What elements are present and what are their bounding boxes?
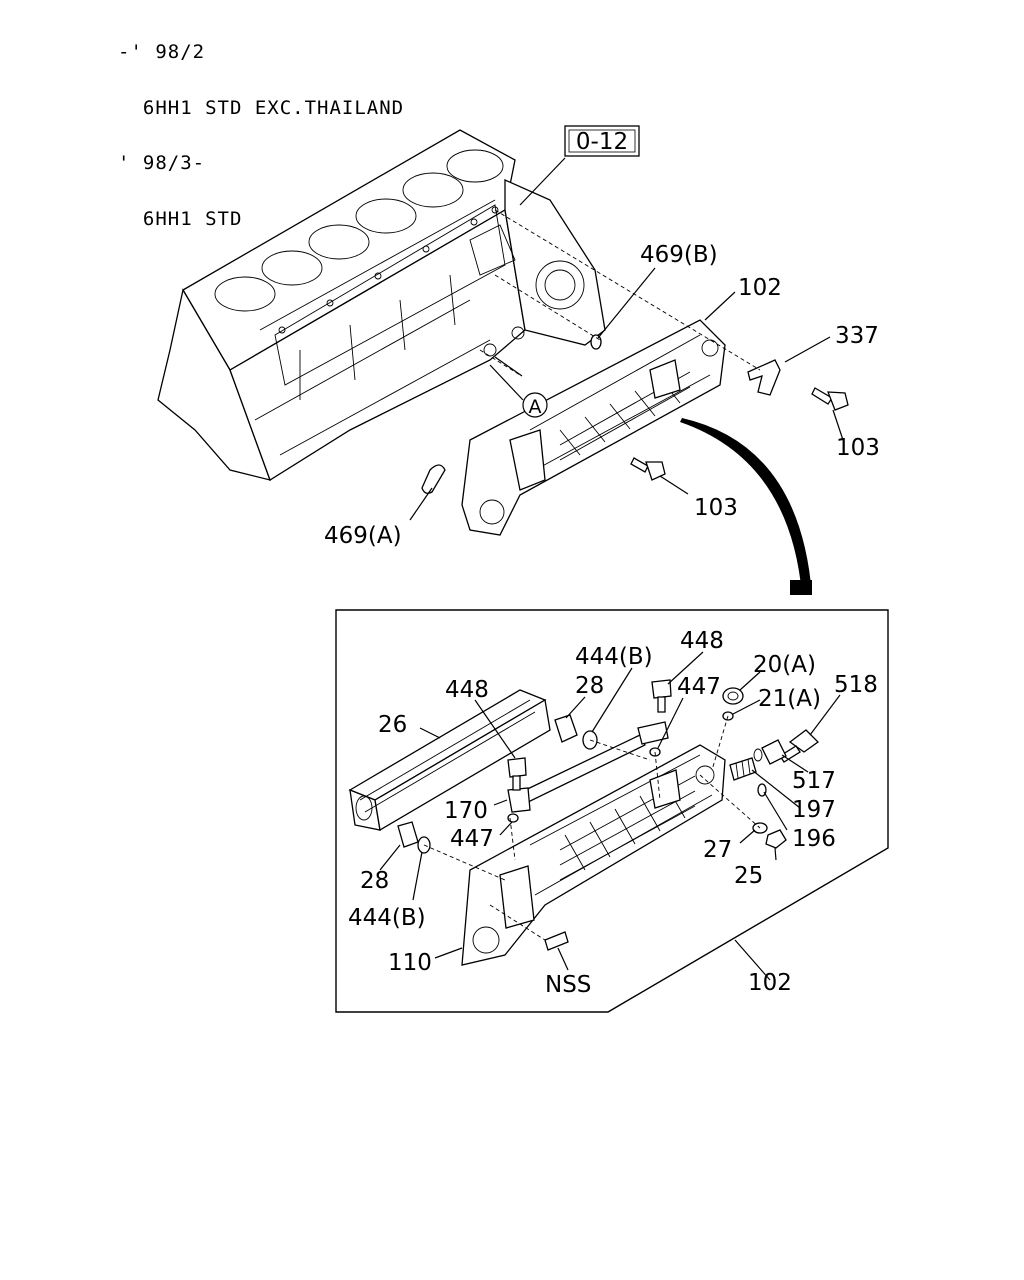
label-447-top: 447 (677, 674, 721, 700)
label-26: 26 (378, 712, 407, 738)
label-28-top: 28 (575, 673, 604, 699)
label-20a: 20(A) (753, 652, 816, 678)
note-line-1: -' 98/2 (118, 41, 206, 63)
cylinder-block (157, 129, 606, 481)
reference-marker-a-label: A (529, 396, 542, 418)
label-103-mid: 103 (694, 495, 738, 521)
label-nss: NSS (545, 972, 591, 998)
cooler-cover-26 (348, 689, 551, 832)
label-102-bottom: 102 (748, 970, 792, 996)
detail-arrow (680, 418, 812, 595)
bolt-103-right (811, 387, 849, 411)
sensor-518 (779, 729, 820, 763)
label-28-left: 28 (360, 868, 389, 894)
reference-marker-a: A (522, 392, 548, 418)
fitting-517 (753, 739, 787, 765)
label-102-top: 102 (738, 275, 782, 301)
nut-25 (765, 829, 787, 849)
valve-197 (729, 757, 757, 781)
label-447-left: 447 (450, 826, 494, 852)
plate-nss (544, 931, 569, 951)
label-448-left: 448 (445, 677, 489, 703)
label-444b-top: 444(B) (575, 644, 653, 670)
detail-box (335, 609, 889, 1013)
gasket-28-left (397, 821, 419, 848)
note-line-2: 6HH1 STD EXC.THAILAND (118, 96, 405, 119)
bolt-448-top (651, 679, 672, 713)
oil-pipe-170 (507, 721, 669, 813)
plug-20a (722, 687, 744, 705)
label-444b-left: 444(B) (348, 905, 426, 931)
label-469a: 469(A) (324, 523, 402, 549)
note-line-4: 6HH1 STD (118, 207, 243, 230)
label-25: 25 (734, 863, 763, 889)
oil-cooler-assembly-top (421, 319, 726, 536)
label-110: 110 (388, 950, 432, 976)
label-337: 337 (835, 323, 879, 349)
label-21a: 21(A) (758, 686, 821, 712)
reference-box[interactable]: 0-12 (564, 125, 640, 157)
label-170: 170 (444, 798, 488, 824)
gasket-28-top (554, 714, 578, 743)
label-103-right: 103 (836, 435, 880, 461)
label-448-top: 448 (680, 628, 724, 654)
note-line-3: ' 98/3- (118, 152, 206, 174)
label-27: 27 (703, 837, 732, 863)
label-517: 517 (792, 768, 836, 794)
label-469b-top: 469(B) (640, 242, 718, 268)
label-518: 518 (834, 672, 878, 698)
reference-box-label: 0-12 (576, 129, 628, 155)
bolt-448-left (507, 757, 527, 791)
cooler-body-110 (461, 744, 726, 966)
applicability-note: -' 98/2 6HH1 STD EXC.THAILAND ' 98/3- 6H… (118, 6, 404, 247)
o-ring-447-left (507, 813, 519, 823)
label-196: 196 (792, 826, 836, 852)
label-197: 197 (792, 797, 836, 823)
bolt-103-mid (630, 457, 666, 481)
bracket-337 (747, 359, 781, 396)
